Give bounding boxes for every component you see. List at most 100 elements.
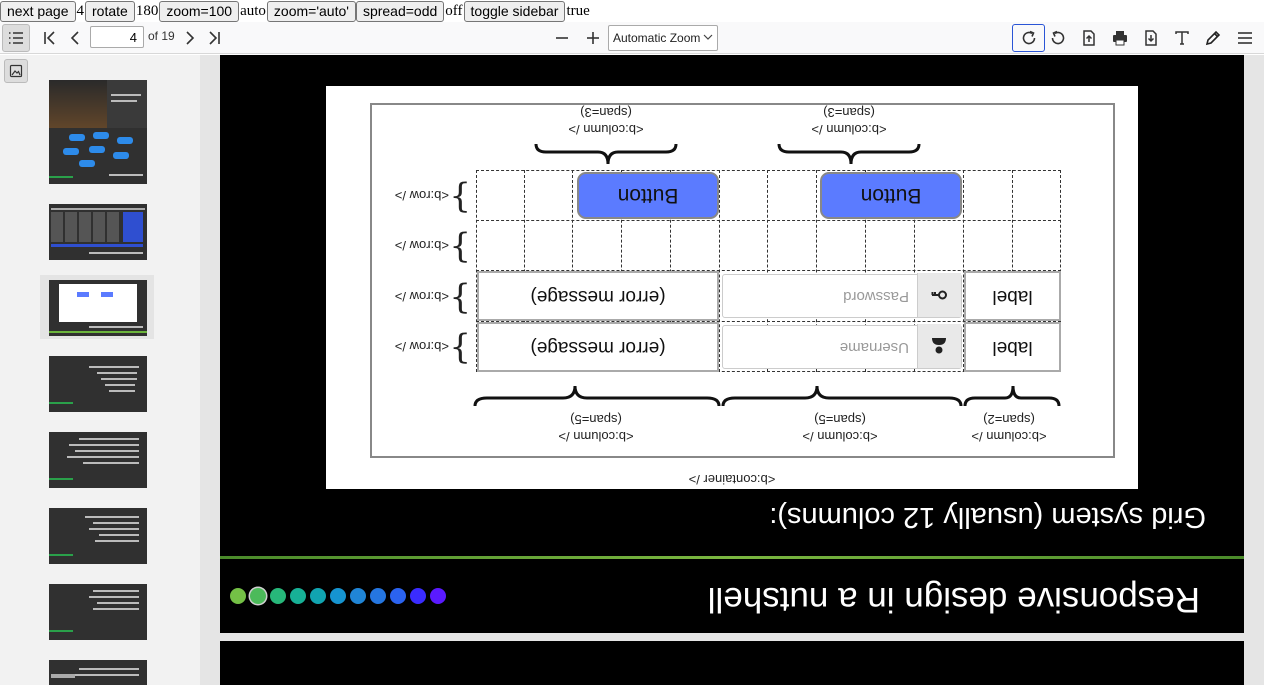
test-controls-bar: next page 4 rotate 180 zoom=100 auto zoo…	[0, 0, 1264, 22]
printer-icon	[1113, 31, 1127, 46]
zoom-output: auto	[240, 3, 266, 19]
column-label-span-3-b: <b:column />(span=3)	[568, 105, 644, 137]
slide-subtitle: Grid system (usually 12 columns):	[769, 501, 1206, 533]
progress-dot	[310, 588, 326, 604]
slide-title: Responsive design in a nutshell	[707, 580, 1200, 619]
username-placeholder: Username	[839, 339, 909, 356]
row-brace-3: }	[449, 228, 471, 268]
thumbnail-page-4[interactable]	[40, 275, 154, 339]
page-number-output: 4	[76, 3, 85, 19]
progress-dot	[390, 588, 406, 604]
row-label-3: <b:row />	[394, 238, 449, 253]
next-page-toolbar-button[interactable]	[176, 24, 204, 52]
column-braces-bottom	[534, 143, 921, 165]
sidebar-toggle-icon	[9, 32, 23, 44]
text-tool-button[interactable]	[1168, 24, 1196, 52]
zoom-select[interactable]: Automatic Zoom	[608, 25, 718, 51]
spread-odd-button[interactable]: spread=odd	[355, 0, 445, 22]
progress-dots	[230, 588, 446, 604]
sidebar-resizer[interactable]	[200, 55, 220, 685]
image-icon	[9, 64, 23, 78]
progress-dot	[430, 588, 446, 604]
print-button[interactable]	[1106, 24, 1134, 52]
pen-icon	[1205, 30, 1221, 46]
zoom-out-button[interactable]	[548, 24, 576, 52]
row2-label: label	[964, 271, 1061, 321]
zoom-auto-button[interactable]: zoom='auto'	[266, 0, 356, 22]
sidebar-output: true	[566, 3, 590, 19]
last-page-icon	[209, 31, 220, 45]
first-page-button[interactable]	[36, 24, 64, 52]
last-page-button[interactable]	[200, 24, 228, 52]
row2-error-message: (error message)	[477, 271, 719, 321]
chevron-left-icon	[70, 31, 79, 45]
row-label-1: <b:row />	[394, 339, 449, 354]
key-icon	[917, 273, 961, 317]
rotate-clockwise-icon	[1022, 30, 1035, 45]
page-count-label: of 19	[148, 29, 175, 43]
thumbnail-view-button[interactable]	[4, 59, 28, 83]
container-label: <b:container />	[688, 472, 776, 487]
rotate-button[interactable]: rotate	[85, 0, 135, 22]
column-braces-top	[473, 385, 1061, 407]
hamburger-menu-icon	[1238, 32, 1252, 44]
progress-dot	[330, 588, 346, 604]
pdf-toolbar: of 19 Automatic Zoom	[0, 22, 1264, 54]
zoom-in-button[interactable]	[579, 24, 607, 52]
column-label-span-2: <b:column />(span=2)	[971, 412, 1047, 444]
rotation-output: 180	[135, 3, 159, 19]
minus-icon	[556, 37, 568, 39]
progress-dot	[350, 588, 366, 604]
thumbnail-page-3[interactable]	[40, 199, 154, 263]
zoom-100-button[interactable]: zoom=100	[159, 0, 240, 22]
row-brace-1: }	[449, 329, 471, 369]
column-label-span-3-a: <b:column />(span=3)	[811, 105, 887, 137]
thumbnail-page-2[interactable]	[40, 123, 154, 187]
grid-diagram: <b:container /> <b:column />(span=2) <b:…	[326, 86, 1138, 489]
first-page-icon	[44, 31, 55, 45]
progress-dot	[270, 588, 286, 604]
thumbnail-page-1[interactable]	[40, 75, 154, 139]
text-icon	[1175, 31, 1189, 45]
thumbnail-page-5[interactable]	[40, 351, 154, 415]
open-file-button[interactable]	[1075, 24, 1103, 52]
username-input: Username	[722, 324, 962, 369]
zoom-select-value: Automatic Zoom	[613, 31, 701, 45]
draw-tool-button[interactable]	[1199, 24, 1227, 52]
download-icon	[1145, 30, 1157, 46]
page-number-input[interactable]	[90, 26, 144, 48]
rotate-clockwise-button[interactable]	[1012, 24, 1045, 52]
progress-dot	[250, 588, 266, 604]
row1-label: label	[964, 322, 1061, 372]
title-divider	[220, 556, 1244, 559]
thumbnail-sidebar	[0, 55, 200, 685]
rotate-counterclockwise-icon	[1051, 30, 1065, 45]
document-viewer[interactable]: Responsive design in a nutshell Grid sys…	[220, 55, 1264, 685]
button-2: Button	[577, 172, 719, 219]
thumbnail-page-8[interactable]	[40, 579, 154, 643]
grid-area: label Username (error message) label	[476, 170, 1061, 372]
pdf-page-next	[220, 641, 1244, 685]
row-label-2: <b:row />	[394, 289, 449, 304]
thumbnail-page-7[interactable]	[40, 503, 154, 567]
sidebar-toggle-button[interactable]	[2, 24, 30, 52]
password-input: Password	[722, 273, 962, 318]
toggle-sidebar-button[interactable]: toggle sidebar	[463, 0, 566, 22]
user-icon	[917, 324, 961, 368]
previous-page-button[interactable]	[61, 24, 89, 52]
menu-button[interactable]	[1231, 24, 1259, 52]
row-label-4: <b:row />	[394, 188, 449, 203]
rotate-counterclockwise-button[interactable]	[1044, 24, 1072, 52]
column-label-span-5-b: <b:column />(span=5)	[558, 412, 634, 444]
row-brace-4: }	[449, 178, 471, 218]
save-button[interactable]	[1137, 24, 1165, 52]
chevron-right-icon	[186, 31, 195, 45]
progress-dot	[410, 588, 426, 604]
next-page-button[interactable]: next page	[0, 0, 76, 22]
progress-dot	[290, 588, 306, 604]
thumbnail-page-6[interactable]	[40, 427, 154, 491]
password-placeholder: Password	[843, 288, 909, 305]
thumbnail-page-9[interactable]	[40, 655, 154, 685]
container-box: <b:column />(span=2) <b:column />(span=5…	[370, 103, 1115, 458]
button-1: Button	[820, 172, 962, 219]
